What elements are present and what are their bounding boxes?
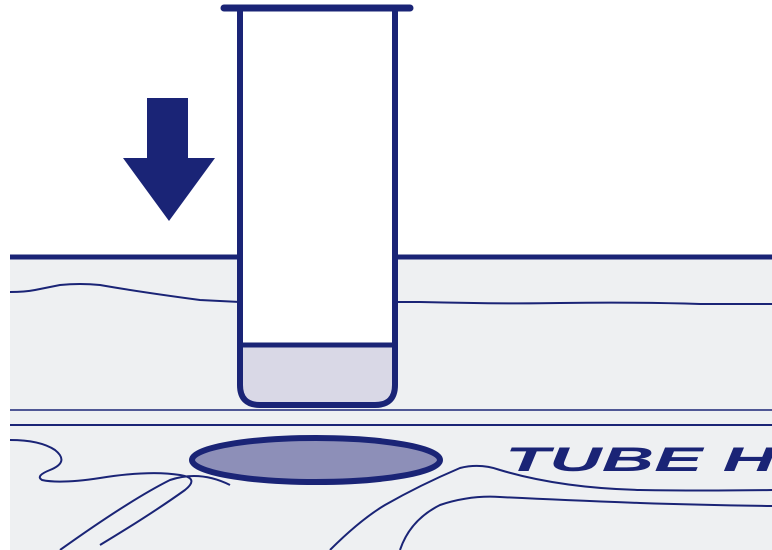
test-tube	[220, 4, 414, 408]
lower-contour-right	[399, 495, 772, 550]
down-arrow-icon	[123, 98, 215, 221]
lower-contour-left	[9, 439, 193, 546]
tube-liquid	[241, 345, 394, 404]
lower-contour-center	[329, 464, 772, 550]
tube-holder-label: TUBE H	[505, 441, 772, 479]
tube-hole	[189, 435, 443, 485]
tube-outline	[237, 9, 398, 408]
surface-contour-top	[9, 283, 772, 305]
lower-contour-diag	[59, 475, 231, 550]
